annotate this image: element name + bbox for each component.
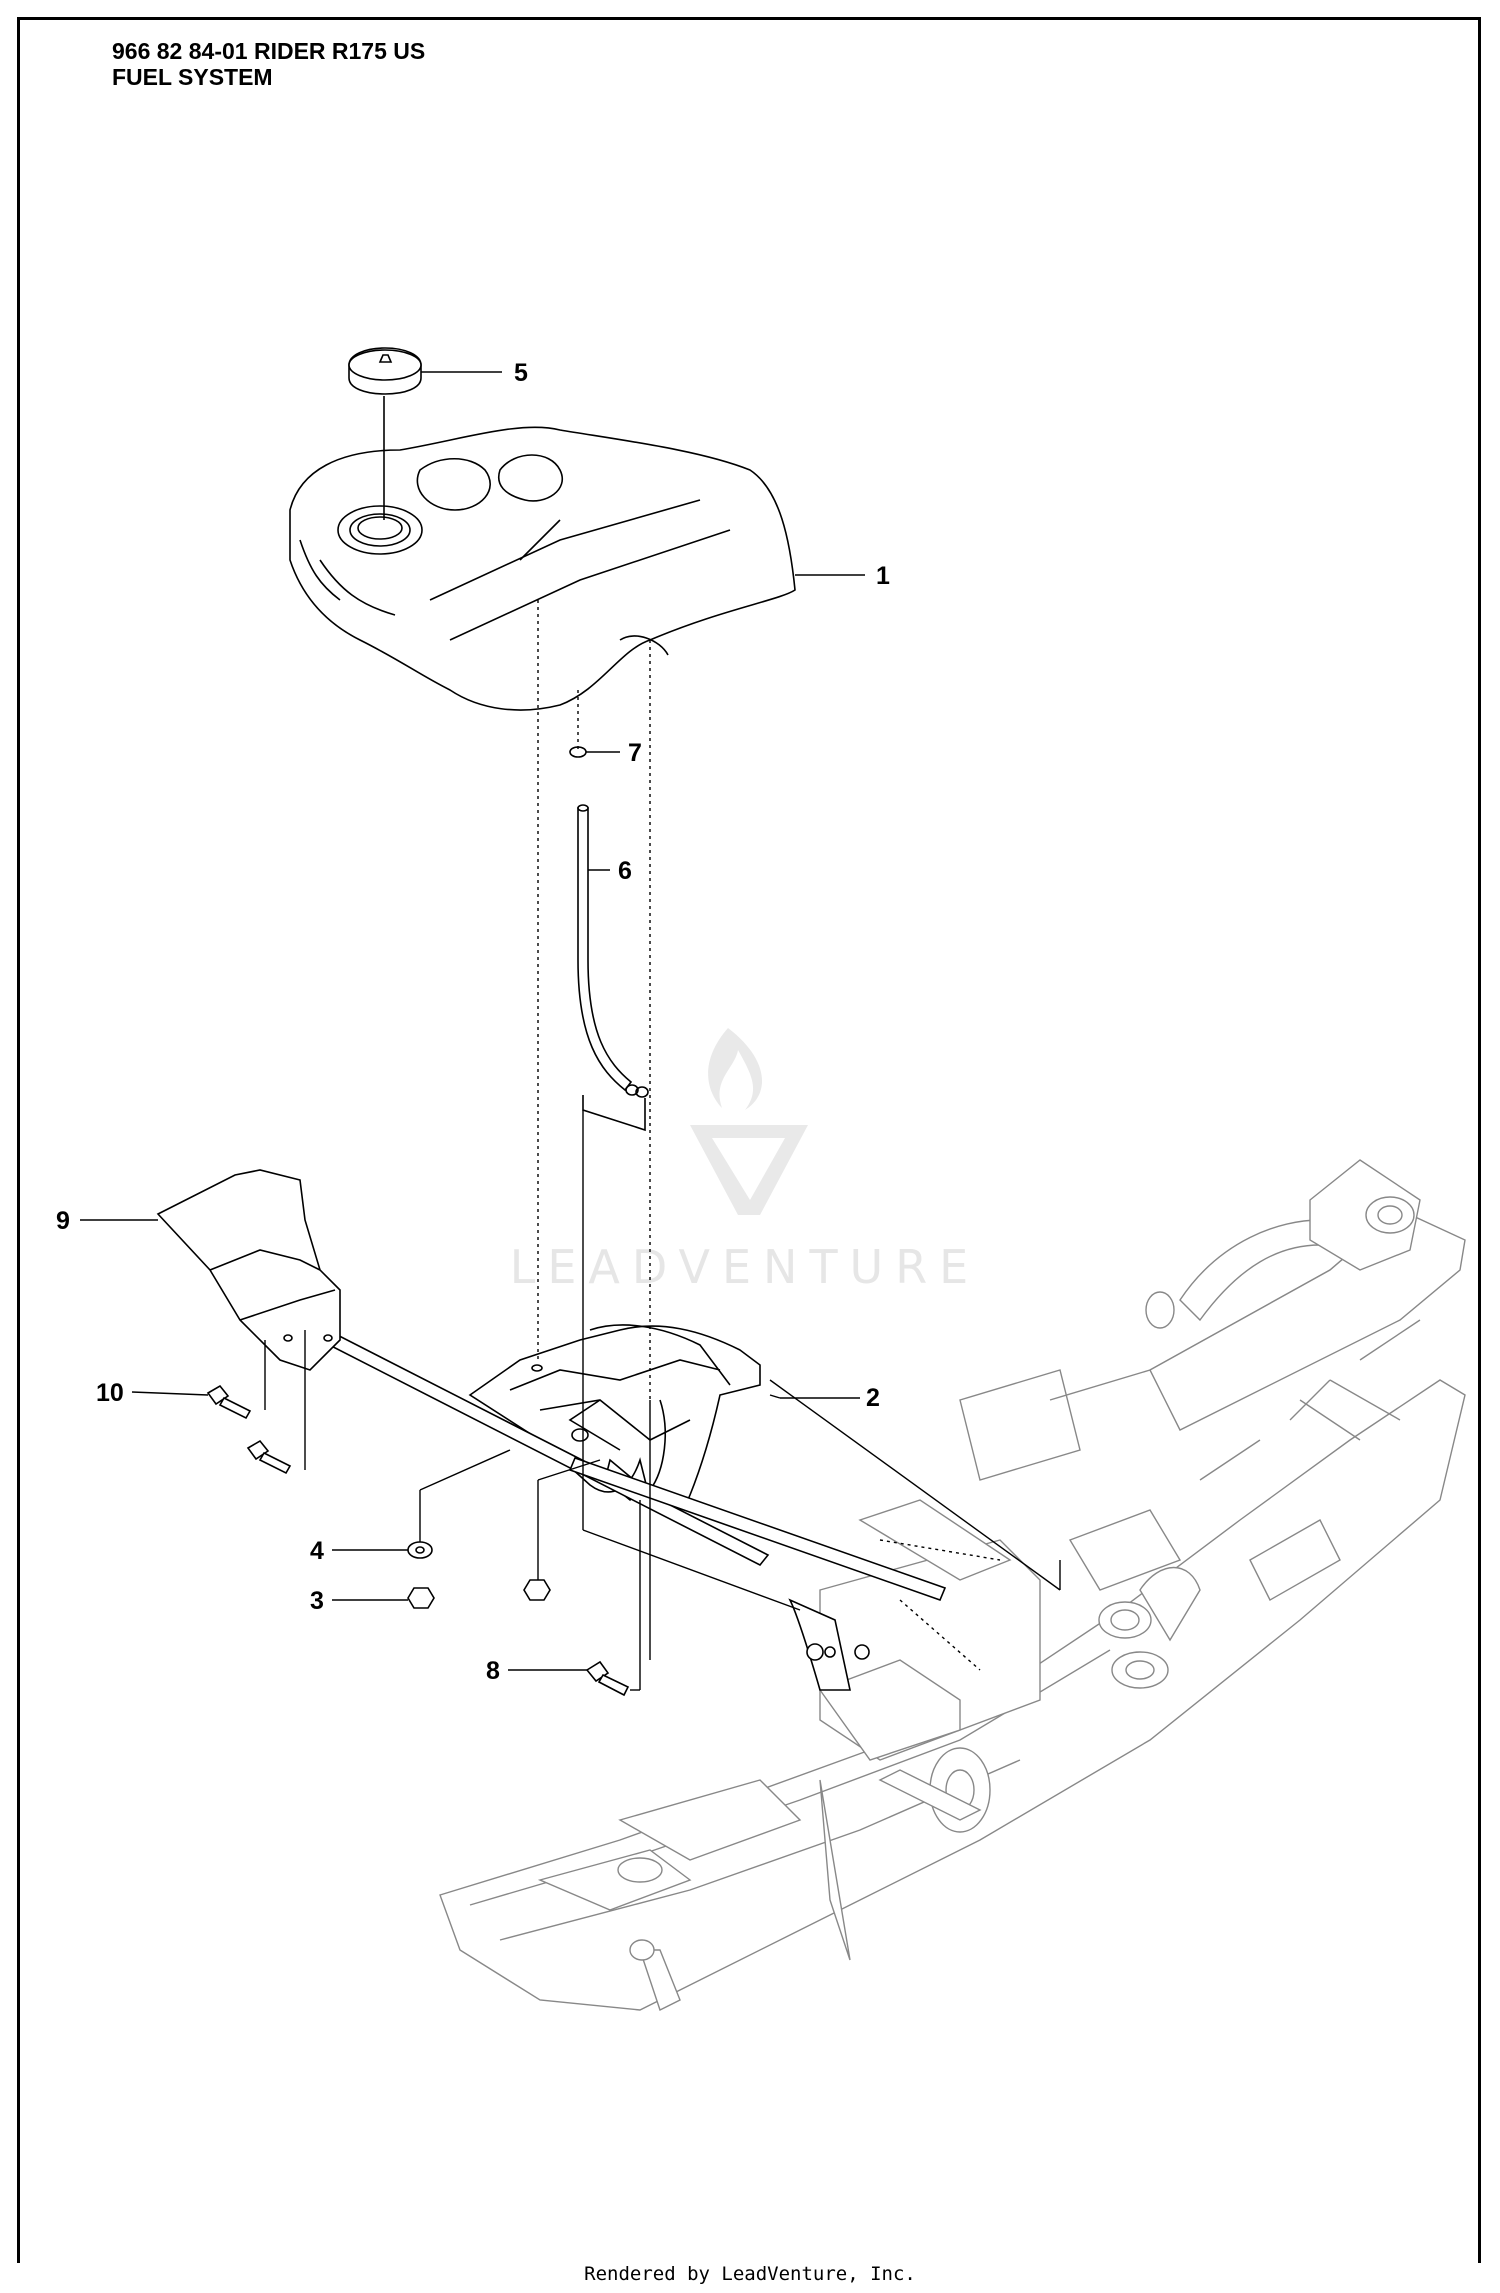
callout-7: 7: [628, 739, 642, 767]
nut-center: [523, 1579, 551, 1601]
heat-shield: [156, 1169, 341, 1371]
page-title: 966 82 84-01 RIDER R175 US FUEL SYSTEM: [112, 38, 425, 90]
callout-3: 3: [310, 1587, 324, 1615]
nut-left: [407, 1587, 435, 1609]
callout-labels: 1 2 3 4 5 6 7 8 9 10: [56, 359, 890, 1685]
callout-4: 4: [310, 1537, 324, 1565]
footer-text: Rendered by LeadVenture, Inc.: [580, 2263, 920, 2285]
v-logo-icon: [690, 1125, 808, 1215]
callout-1: 1: [876, 562, 890, 590]
watermark-text: LEADVENTURE: [510, 1240, 981, 1294]
mounting-rod-rear: [568, 1456, 947, 1602]
section-title: FUEL SYSTEM: [112, 64, 273, 90]
fuel-tank: [289, 426, 796, 711]
mounting-rods: [298, 1318, 947, 1691]
flame-logo-icon: [708, 1028, 763, 1110]
fuel-hose: [577, 807, 633, 1092]
model-title: 966 82 84-01 RIDER R175 US: [112, 38, 426, 64]
hardware-washer-nut: [407, 1541, 551, 1609]
leadventure-watermark: LEADVENTURE: [510, 1028, 981, 1294]
callout-8: 8: [486, 1657, 500, 1685]
fuel-cap: [348, 347, 422, 520]
callout-5: 5: [514, 359, 528, 387]
callout-10: 10: [96, 1379, 124, 1407]
hose-clamp-bottom: [625, 1084, 639, 1096]
fuel-hose-assembly: [569, 746, 649, 1132]
callout-6: 6: [618, 857, 632, 885]
bolts-part-10: [206, 1384, 292, 1475]
callout-2: 2: [866, 1384, 880, 1412]
footer: Rendered by LeadVenture, Inc.: [0, 2263, 1500, 2285]
washer: [407, 1541, 433, 1559]
assembly-guide-lines: [264, 600, 1061, 1691]
chassis-frame: [439, 1159, 1466, 2011]
callout-9: 9: [56, 1207, 70, 1235]
bolt-part-8: [585, 1660, 630, 1697]
